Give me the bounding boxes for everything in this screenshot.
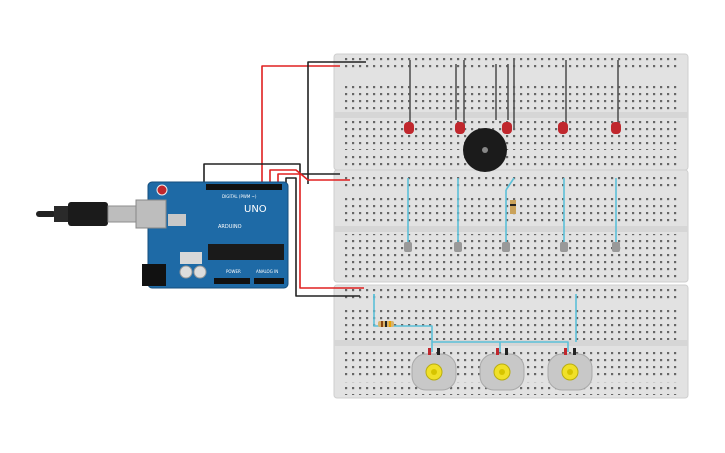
digital-header <box>206 184 282 190</box>
power-header <box>214 278 250 284</box>
resistor-middle[interactable] <box>510 200 516 214</box>
analog-header <box>254 278 284 284</box>
power-rail-top <box>342 289 680 302</box>
piezo-buzzer[interactable] <box>463 128 507 172</box>
led-4[interactable] <box>558 122 568 134</box>
arduino-brand-text: ARDUINO <box>218 224 242 230</box>
breadboard-top[interactable] <box>333 53 689 171</box>
wire-black-gnd-top[interactable] <box>307 61 366 184</box>
wires <box>203 60 619 352</box>
usb-cable[interactable] <box>36 202 137 226</box>
sensor-5[interactable] <box>612 242 620 252</box>
breadboard-middle[interactable] <box>333 169 689 283</box>
usb-port <box>135 199 167 229</box>
arduino-uno-board[interactable]: ARDUINO UNO DIGITAL (PWM ~) POWER ANALOG… <box>135 181 289 289</box>
wire-red-5v-middle[interactable] <box>269 169 350 184</box>
power-rail-bottom <box>342 154 680 167</box>
wire-black-gnd-middle[interactable] <box>203 163 340 184</box>
hole-grid-lower <box>342 234 680 264</box>
power-rail-top <box>342 58 680 71</box>
led-row <box>404 122 621 134</box>
led-2[interactable] <box>455 122 465 134</box>
center-channel <box>334 112 688 118</box>
center-channel <box>334 226 688 232</box>
wire-red-5v-top[interactable] <box>261 65 340 184</box>
dc-motor-3[interactable] <box>547 348 593 391</box>
center-channel <box>334 340 688 346</box>
sensor-row <box>404 242 620 252</box>
power-rail-top <box>342 174 680 187</box>
microcontroller-chip <box>208 244 284 260</box>
hole-grid-upper <box>342 82 680 112</box>
power-jack <box>142 264 166 286</box>
wire-red-5v-bottom[interactable] <box>277 173 364 289</box>
sensor-4[interactable] <box>560 242 568 252</box>
dc-motor-1[interactable] <box>411 348 457 391</box>
reset-button[interactable] <box>156 184 168 196</box>
wire-cyan-motor-bus[interactable] <box>373 294 433 352</box>
sensor-1[interactable] <box>404 242 412 252</box>
power-rail-bottom <box>342 266 680 279</box>
wire-black-gnd-bottom[interactable] <box>285 177 360 297</box>
analog-header-label: ANALOG IN <box>256 269 278 274</box>
arduino-model-text: UNO <box>244 204 267 215</box>
power-header-label: POWER <box>226 269 241 274</box>
sensor-2[interactable] <box>454 242 462 252</box>
digital-header-label: DIGITAL (PWM ~) <box>222 194 257 199</box>
led-5[interactable] <box>611 122 621 134</box>
hole-grid-upper <box>342 310 680 340</box>
led-1[interactable] <box>404 122 414 134</box>
sensor-3[interactable] <box>502 242 510 252</box>
resistor-bottom[interactable] <box>378 321 394 327</box>
dc-motor-2[interactable] <box>479 348 525 391</box>
led-3[interactable] <box>502 122 512 134</box>
